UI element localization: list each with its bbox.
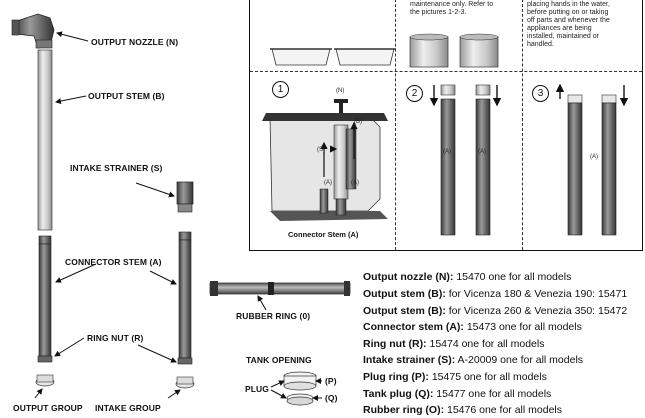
parts-list-item: Connector stem (A): 15473 one for all mo… xyxy=(363,321,582,333)
label-ring-nut: RING NUT (R) xyxy=(87,333,144,343)
part-detail: for Vicenza 260 & Venezia 350: 15472 xyxy=(445,305,628,317)
parts-list-item: Output stem (B): for Vicenza 180 & Venez… xyxy=(363,288,627,300)
leader-arrows xyxy=(34,31,322,401)
step-1-badge: 1 xyxy=(272,81,289,98)
note-line: the pictures 1-2-3. xyxy=(410,9,467,16)
label-plug: PLUG xyxy=(245,384,270,394)
step1-caption: Connector Stem (A) xyxy=(288,230,359,239)
part-detail: A-20009 one for all models xyxy=(455,354,584,366)
panel-divider-vertical-1 xyxy=(395,0,396,250)
note-line: maintenance only. Refer to xyxy=(410,1,494,8)
part-detail: 15470 one for all models xyxy=(453,271,572,283)
panel3-stems xyxy=(567,94,617,236)
panel-divider-horizontal xyxy=(250,71,642,72)
note-line: installed, maintained or xyxy=(527,33,599,40)
parts-list-item: Ring nut (R): 15474 one for all models xyxy=(363,338,544,350)
panel-illustrations xyxy=(262,33,629,236)
part-detail: for Vicenza 180 & Venezia 190: 15471 xyxy=(445,288,628,300)
letter-a-3: (A) xyxy=(443,149,451,155)
parts-list-item: Rubber ring (O): 15476 one for all model… xyxy=(363,404,562,416)
letter-a-4: (A) xyxy=(478,149,486,155)
note-line: appliances are being xyxy=(527,25,592,32)
label-connector-stem: CONNECTOR STEM (A) xyxy=(65,257,162,267)
panel2-arrows xyxy=(429,85,502,107)
parts-list-item: Output nozzle (N): 15470 one for all mod… xyxy=(363,271,571,283)
label-rubber-ring: RUBBER RING (0) xyxy=(236,311,311,321)
label-tank-opening: TANK OPENING xyxy=(246,355,312,365)
tub-illustration xyxy=(262,99,388,221)
top-cylinders xyxy=(409,33,499,68)
note-line: off parts and whenever the xyxy=(527,17,610,24)
output-stem-part xyxy=(37,49,53,231)
tray-icons xyxy=(270,48,396,66)
intake-strainer-part xyxy=(176,181,194,213)
letter-a-2: (A) xyxy=(351,180,359,186)
part-name: Intake strainer (S): xyxy=(363,354,456,366)
part-detail: 15473 one for all models xyxy=(463,321,582,333)
letter-b: (B) xyxy=(354,119,362,125)
panel1-arrows xyxy=(320,121,358,177)
panel-divider-vertical-2 xyxy=(522,0,523,250)
part-name: Output stem (B): xyxy=(363,305,446,317)
tank-plug-part xyxy=(283,371,317,406)
output-nozzle-part xyxy=(11,13,55,49)
step-2-badge: 2 xyxy=(406,85,423,102)
label-output-group: OUTPUT GROUP xyxy=(13,403,83,413)
parts-list-item: Output stem (B): for Vicenza 260 & Venez… xyxy=(363,305,627,317)
part-detail: 15475 one for all models xyxy=(428,371,547,383)
parts-list-item: Intake strainer (S): A-20009 one for all… xyxy=(363,354,583,366)
label-intake-strainer: INTAKE STRAINER (S) xyxy=(70,163,163,173)
part-detail: 15476 one for all models xyxy=(444,404,562,416)
parts-list-item: Plug ring (P): 15475 one for all models xyxy=(363,371,547,383)
label-output-stem: OUTPUT STEM (B) xyxy=(88,91,165,101)
letter-n: (N) xyxy=(336,88,345,94)
part-name: Ring nut (R): xyxy=(363,338,427,350)
label-intake-group: INTAKE GROUP xyxy=(95,403,161,413)
note-line: placing hands in the water, xyxy=(527,1,610,8)
note-line: handled. xyxy=(527,41,554,48)
note-top-middle: maintenance only. Refer to the pictures … xyxy=(410,1,520,17)
letter-a-5: (A) xyxy=(590,154,598,160)
part-detail: 15477 one for all models xyxy=(433,388,552,400)
label-plug-q: (Q) xyxy=(325,393,338,403)
connector-stem-output-part xyxy=(37,235,53,363)
panel3-arrows xyxy=(555,83,629,107)
note-line: before putting on or taking xyxy=(527,9,609,16)
step-3-badge: 3 xyxy=(532,85,549,102)
part-name: Output nozzle (N): xyxy=(363,271,454,283)
label-plug-p: (P) xyxy=(325,376,337,386)
connector-stem-intake-part xyxy=(177,231,193,365)
panel2-stems xyxy=(440,84,491,236)
part-name: Output stem (B): xyxy=(363,288,446,300)
part-name: Tank plug (Q): xyxy=(363,388,434,400)
note-top-right: placing hands in the water, before putti… xyxy=(527,1,639,49)
letter-s: (S) xyxy=(317,147,325,153)
part-name: Connector stem (A): xyxy=(363,321,464,333)
part-name: Plug ring (P): xyxy=(363,371,429,383)
label-output-nozzle: OUTPUT NOZZLE (N) xyxy=(91,37,179,47)
letter-a-1: (A) xyxy=(324,180,332,186)
part-detail: 15474 one for all models xyxy=(426,338,545,350)
parts-list-item: Tank plug (Q): 15477 one for all models xyxy=(363,388,551,400)
instruction-panel: maintenance only. Refer to the pictures … xyxy=(249,0,643,251)
part-name: Rubber ring (O): xyxy=(363,404,445,416)
rubber-ring-pipe-part xyxy=(209,281,351,296)
